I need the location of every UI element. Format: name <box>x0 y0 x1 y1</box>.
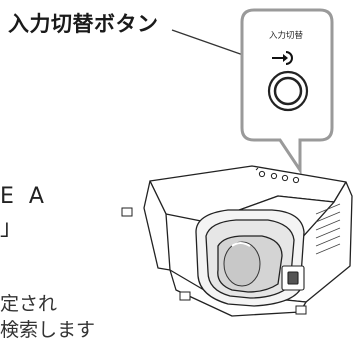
cut-off-text-2: 」 <box>0 216 23 241</box>
bubble-button-label: 入力切替 <box>268 31 303 41</box>
projector-illustration <box>121 8 353 317</box>
feet <box>179 291 307 315</box>
top-indicators <box>255 167 300 184</box>
side-vents <box>315 203 341 255</box>
cut-off-text-4: 検索します <box>0 319 96 341</box>
input-switch-icon <box>272 51 293 65</box>
callout-label: 入力切替ボタン <box>8 12 159 36</box>
round-button <box>267 70 309 112</box>
leader-line <box>171 29 247 57</box>
diagram-page: 入力切替ボタン 入力切替 E A 」 定され 検索します <box>0 8 353 341</box>
remote-sensor <box>121 207 133 217</box>
power-connector <box>281 265 305 291</box>
cut-off-text-1: E A <box>0 184 48 209</box>
lens-housing <box>195 209 305 307</box>
cut-off-text-3: 定され <box>0 293 58 315</box>
